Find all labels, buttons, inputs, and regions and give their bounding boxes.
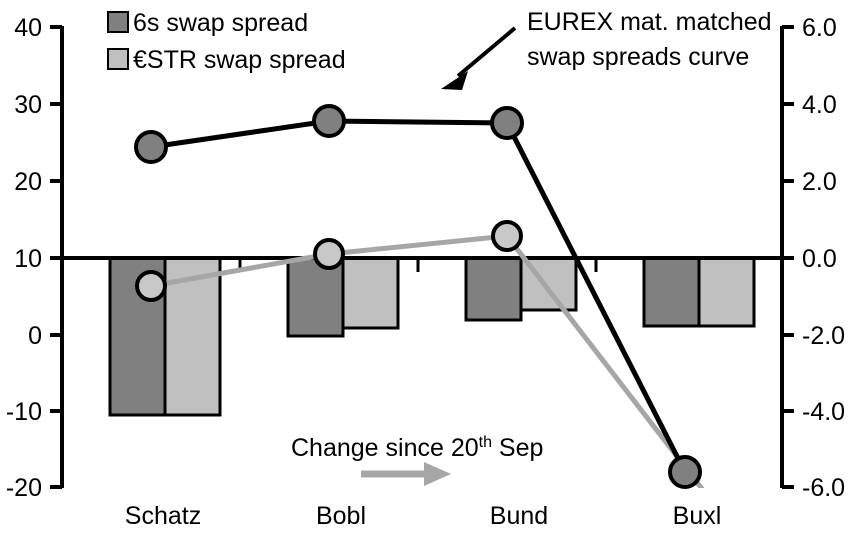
left-tick-label-30: 30 (14, 91, 42, 119)
estr-matched-marker-bobl (313, 238, 345, 270)
left-tick-label-40: 40 (14, 14, 42, 42)
annotation-curve-note: EUREX mat. matched swap spreads curve (441, 8, 772, 90)
right-tick-label-minus6: -6.0 (802, 474, 845, 502)
right-tick-label-4: 4.0 (802, 91, 837, 119)
legend-label-estr: €STR swap spread (133, 46, 346, 74)
bar-group-bund (464, 256, 578, 322)
x-axis-category-labels: Schatz Bobl Bund Buxl (125, 502, 722, 530)
estr-matched-marker-bund (491, 220, 523, 252)
annotation-change-text: Change since 20th Sep (291, 434, 543, 462)
eurex-matched-marker-schatz (134, 130, 168, 164)
eurex-matched-marker-buxl (668, 455, 702, 489)
left-tick-label-minus20: -20 (6, 474, 42, 502)
right-tick-label-2: 2.0 (802, 168, 837, 196)
right-tick-label-0: 0.0 (802, 245, 837, 273)
bar-6s-bobl (286, 256, 345, 338)
bar-group-bobl (286, 256, 400, 338)
left-tick-label-20: 20 (14, 168, 42, 196)
annotation-change-main: Change since 20 (291, 434, 479, 462)
bar-6s-buxl (642, 256, 701, 328)
bar-group-buxl (642, 256, 756, 328)
right-tick-label-minus2: -2.0 (802, 322, 845, 350)
right-tick-label-6: 6.0 (802, 14, 837, 42)
annotation-curve-note-line2: swap spreads curve (527, 43, 749, 71)
annotation-right-arrow-icon (361, 462, 451, 486)
legend: 6s swap spread €STR swap spread (107, 9, 346, 74)
eurex-matched-marker-bobl (312, 104, 346, 138)
estr-matched-marker-schatz (135, 270, 167, 302)
bar-6s-bund (464, 256, 523, 322)
annotation-arrow-icon (441, 26, 517, 90)
estr-matched-polyline (150, 233, 705, 488)
category-label-bobl: Bobl (316, 502, 366, 530)
annotation-change-sup: th (479, 434, 492, 451)
left-tick-label-10: 10 (14, 245, 42, 273)
left-tick-label-minus10: -10 (6, 398, 42, 426)
annotation-change-tail: Sep (492, 434, 543, 462)
category-label-bund: Bund (490, 502, 548, 530)
left-axis-tick-labels: 40 30 20 10 0 -10 -20 (6, 14, 42, 502)
eurex-matched-marker-bund (490, 106, 524, 140)
legend-swatch-6s (107, 11, 129, 33)
legend-swatch-estr (107, 48, 129, 70)
eurex-matched-polyline (150, 118, 688, 474)
series-line-eurex-matched (134, 104, 702, 489)
category-label-schatz: Schatz (125, 502, 201, 530)
bar-estr-buxl (697, 256, 756, 328)
annotation-curve-note-line1: EUREX mat. matched (527, 8, 772, 36)
bar-estr-bobl (341, 256, 400, 330)
left-tick-label-0: 0 (28, 322, 42, 350)
series-line-estr-matched (135, 220, 705, 488)
right-axis-tick-labels: 6.0 4.0 2.0 0.0 -2.0 -4.0 -6.0 (802, 14, 845, 502)
annotation-change-note: Change since 20th Sep (291, 434, 543, 486)
right-tick-label-minus4: -4.0 (802, 398, 845, 426)
category-label-buxl: Buxl (673, 502, 722, 530)
legend-label-6s: 6s swap spread (133, 9, 308, 37)
